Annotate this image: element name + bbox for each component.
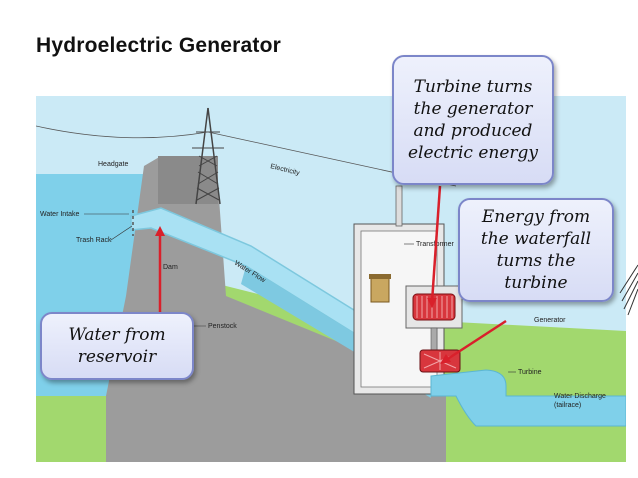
callout-turbine-generator: Turbine turns the generator and produced… [392,55,554,185]
callout-waterfall-energy: Energy from the waterfall turns the turb… [458,198,614,302]
label-water-intake: Water Intake [40,211,80,218]
callout-water-line-2: reservoir [77,347,157,367]
turbine [419,349,461,373]
callout-waterfall-line-1: Energy from [481,207,591,227]
tailrace [430,369,626,427]
label-water-discharge: Water Discharge [554,393,606,400]
callout-turbine-line-2: the generator [413,99,533,119]
callout-arrows [155,185,507,364]
callout-waterfall-line-3: turns the [496,251,576,271]
callout-turbine-line-4: electric energy [407,143,539,163]
callout-waterfall-line-4: turbine [504,273,568,293]
transformer [369,274,391,303]
generator [405,285,463,351]
slide-title: Hydroelectric Generator [36,34,282,57]
label-tailrace: (tailrace) [554,402,581,409]
callout-turbine-line-3: and produced [413,121,533,141]
label-trash-rack: Trash Rack [76,237,112,244]
label-dam: Dam [163,264,178,271]
callout-waterfall-line-2: the waterfall [480,229,592,249]
callout-turbine-line-1: Turbine turns [413,77,533,97]
callout-water-reservoir: Water from reservoir [40,312,194,380]
label-turbine: Turbine [518,369,542,376]
chimney [395,185,403,227]
label-penstock: Penstock [208,323,237,330]
headgate-block [158,156,218,204]
callout-water-line-1: Water from [68,325,166,345]
decorative-lines [619,264,638,316]
label-generator: Generator [534,317,566,324]
power-line [36,125,457,187]
label-headgate: Headgate [98,161,128,168]
